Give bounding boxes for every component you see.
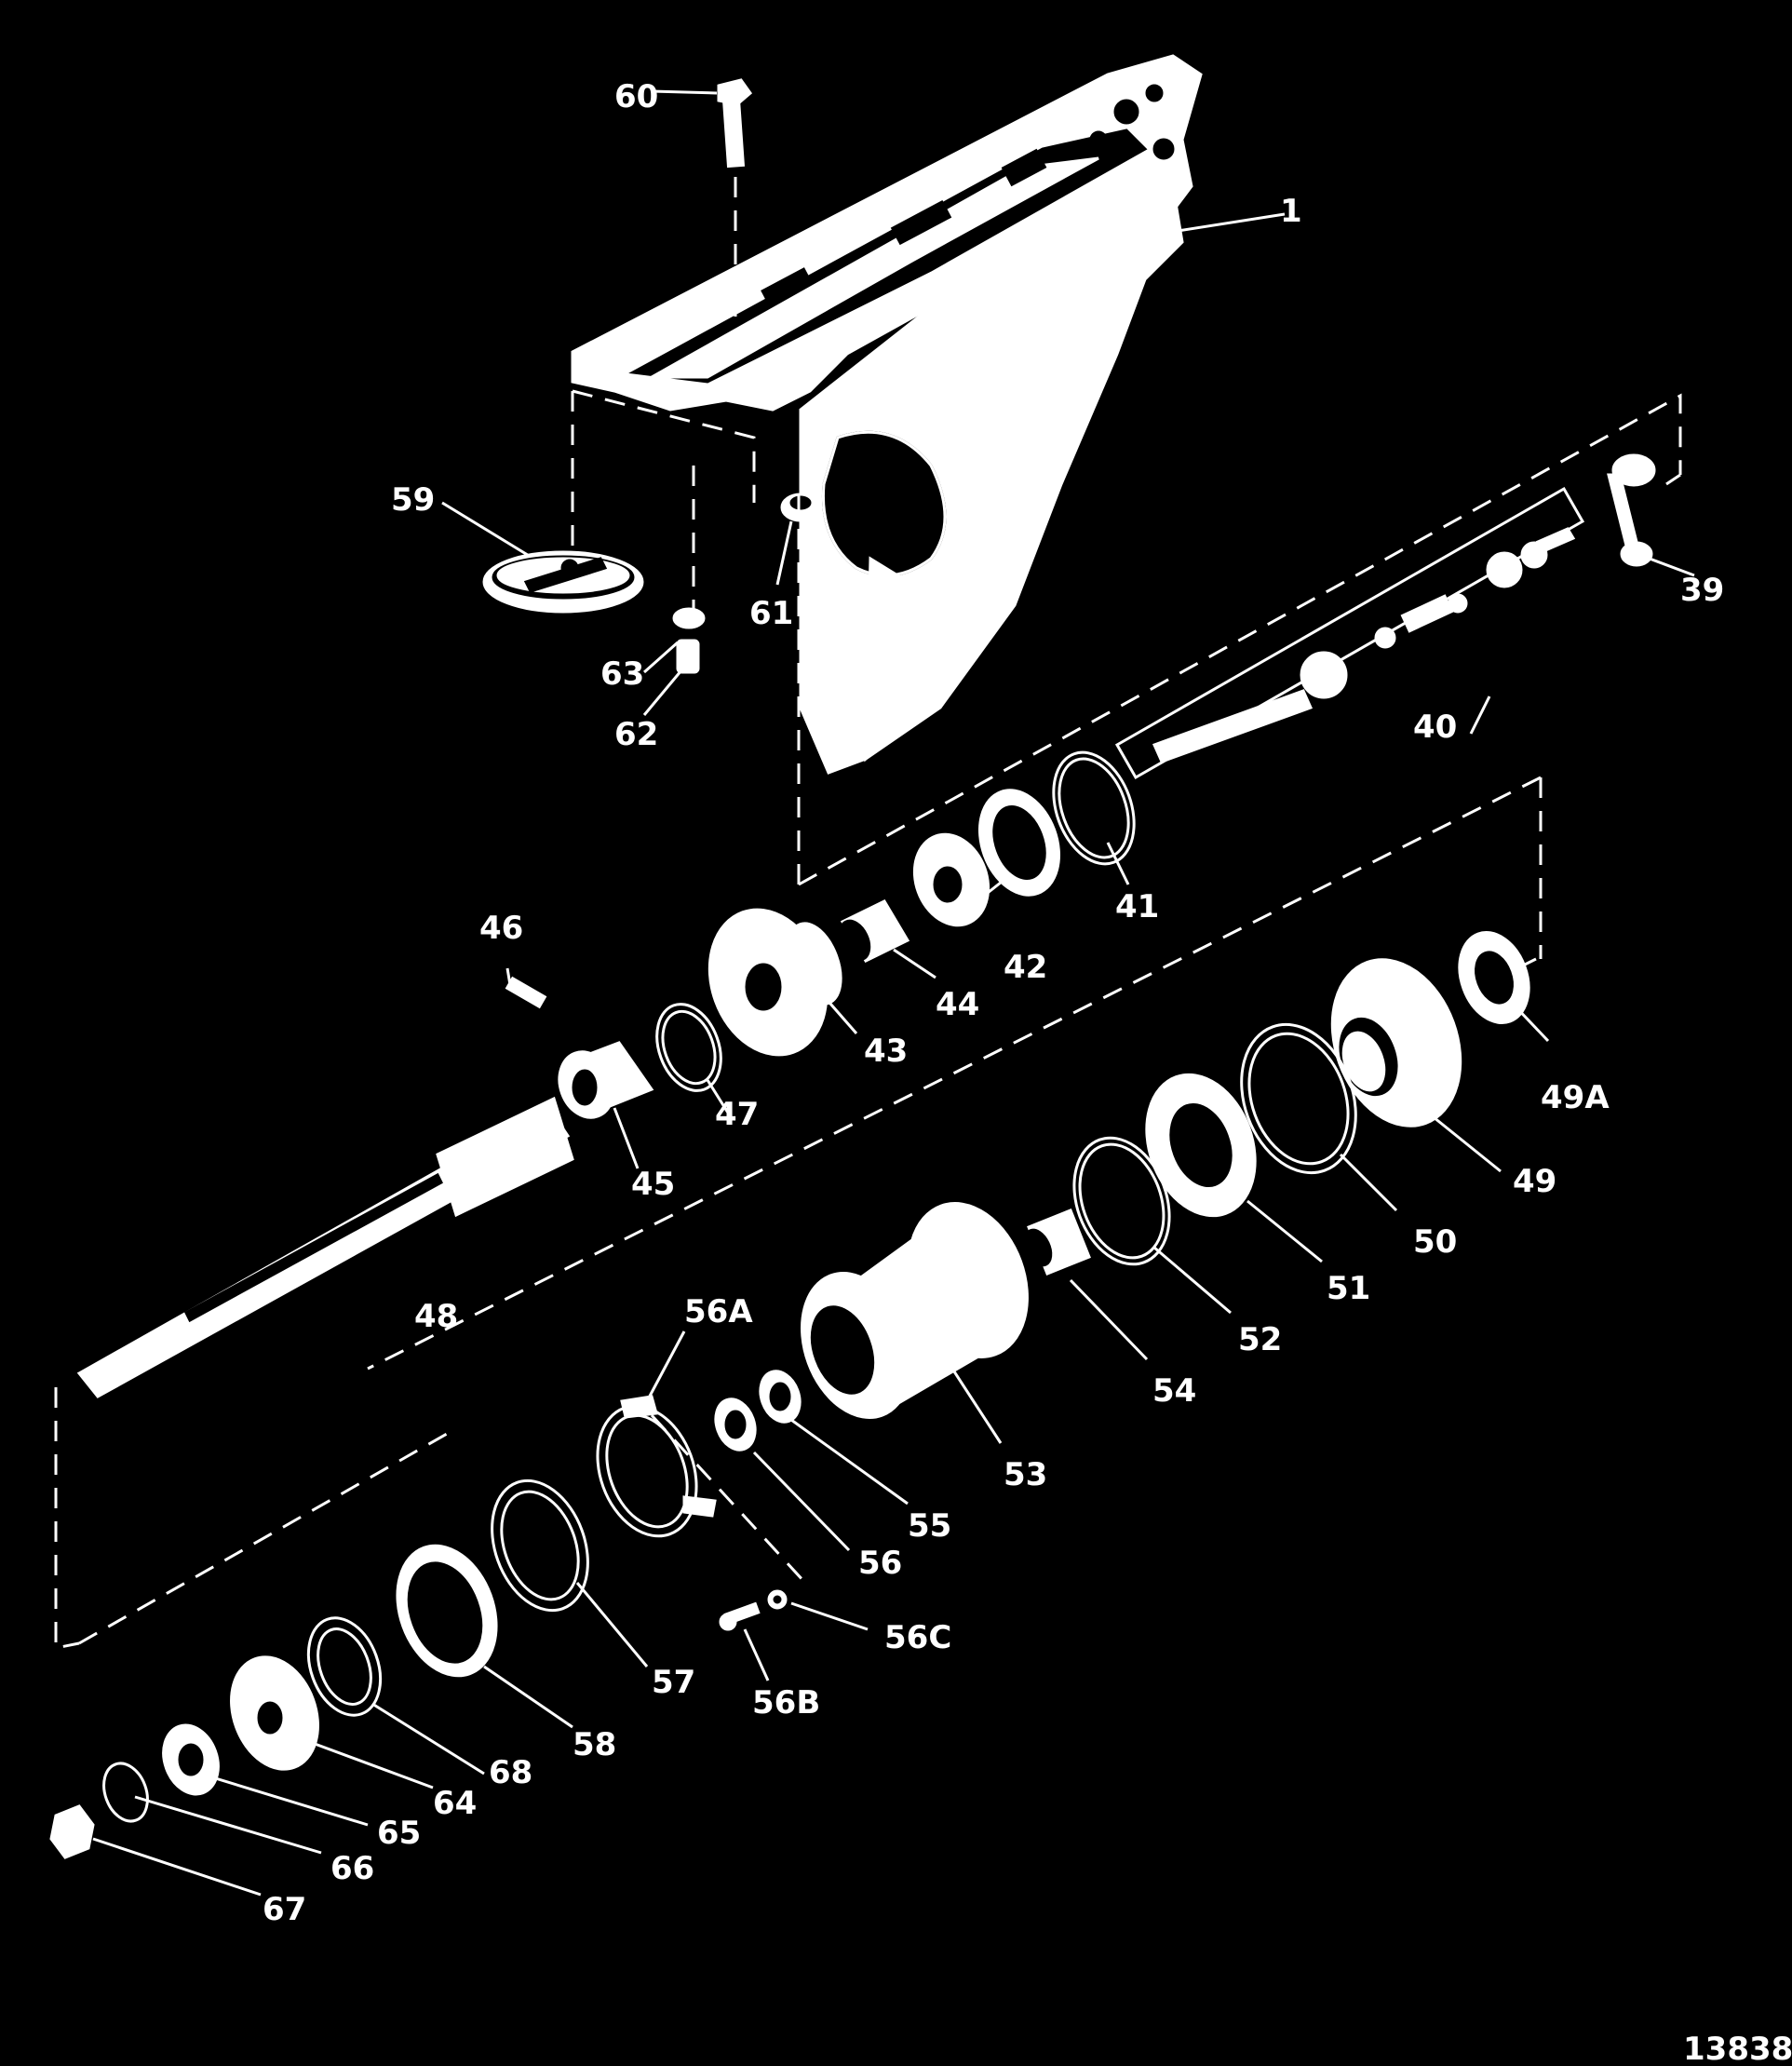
- washer-56c: [767, 1589, 788, 1610]
- callout-55: 55: [908, 1507, 951, 1545]
- bearing-42: [912, 789, 1061, 927]
- plug-61: [780, 493, 821, 522]
- callout-49a: 49A: [1541, 1079, 1610, 1116]
- callout-51: 51: [1327, 1270, 1370, 1307]
- clutch-45: [558, 1041, 654, 1119]
- o-ring-41: [1052, 750, 1136, 866]
- callout-56c: 56C: [884, 1619, 951, 1656]
- callout-53: 53: [1004, 1456, 1047, 1493]
- shift-shaft-assembly-40: [1114, 486, 1585, 780]
- callout-42: 42: [1004, 949, 1047, 986]
- shift-link-39: [1607, 453, 1656, 567]
- callout-57: 57: [652, 1664, 695, 1701]
- trim-tab-59: [482, 550, 644, 614]
- callout-44: 44: [936, 986, 979, 1023]
- needle-bearing-44: [838, 899, 910, 963]
- callout-67: 67: [263, 1891, 306, 1928]
- alignment-lines: [54, 110, 1682, 1650]
- callout-49: 49: [1513, 1163, 1556, 1200]
- callout-59: 59: [391, 481, 435, 519]
- pin-46: [505, 976, 547, 1009]
- callout-54: 54: [1152, 1372, 1196, 1410]
- figure-number: 13838: [1683, 2031, 1792, 2066]
- prop-nut-67: [49, 1804, 95, 1859]
- callout-65: 65: [377, 1815, 421, 1852]
- oil-seal-55: [759, 1370, 802, 1424]
- reverse-gear-49: [1330, 958, 1462, 1128]
- thrust-hub-64: [230, 1655, 319, 1771]
- callout-61: 61: [749, 595, 793, 632]
- callout-46: 46: [479, 910, 523, 947]
- tab-washer-66: [102, 1762, 149, 1823]
- callout-56a: 56A: [684, 1293, 753, 1330]
- callout-50: 50: [1413, 1223, 1457, 1261]
- screw-56b: [719, 1601, 761, 1631]
- callout-64: 64: [433, 1785, 477, 1822]
- gear-43: [707, 908, 842, 1057]
- spacer-65: [162, 1723, 220, 1796]
- clamp-56a: [596, 1395, 717, 1538]
- washer-63: [672, 607, 706, 629]
- callout-48: 48: [414, 1298, 458, 1335]
- callout-45: 45: [631, 1166, 675, 1203]
- leader-lines: [92, 89, 1695, 1897]
- tab-washer-57: [491, 1479, 589, 1613]
- oil-seal-56: [714, 1398, 757, 1452]
- propeller-shaft-48: [76, 1096, 574, 1398]
- callout-41: 41: [1115, 888, 1159, 925]
- callout-62: 62: [614, 716, 658, 753]
- callout-58: 58: [573, 1726, 616, 1763]
- callout-52: 52: [1238, 1321, 1282, 1358]
- bearing-carrier-53: [801, 1202, 1029, 1419]
- callout-68: 68: [489, 1754, 532, 1791]
- ring-47: [655, 1003, 722, 1092]
- callout-39: 39: [1680, 572, 1724, 609]
- callout-66: 66: [330, 1850, 374, 1887]
- callout-43: 43: [864, 1033, 908, 1070]
- callout-56: 56: [858, 1545, 902, 1582]
- cover-nut-58: [396, 1544, 498, 1678]
- o-ring-52: [1072, 1136, 1171, 1266]
- callout-63: 63: [600, 655, 644, 693]
- bolt-60: [717, 78, 753, 169]
- ball-bearing-51: [1145, 1073, 1257, 1218]
- callout-40: 40: [1413, 709, 1457, 746]
- tab-washer-68: [306, 1616, 383, 1717]
- screw-62: [676, 639, 700, 674]
- thrust-washer-49a: [1458, 931, 1530, 1024]
- callout-1: 1: [1280, 193, 1302, 230]
- gear-housing: [571, 54, 1203, 775]
- callout-47: 47: [715, 1096, 759, 1133]
- callouts: 1 39 40 41 42 43 44 45 46 47 48 49 49A 5…: [263, 78, 1792, 2066]
- callout-60: 60: [614, 78, 658, 115]
- callout-56b: 56B: [752, 1684, 820, 1722]
- ring-50: [1240, 1022, 1357, 1175]
- needle-bearing-54: [1023, 1209, 1091, 1276]
